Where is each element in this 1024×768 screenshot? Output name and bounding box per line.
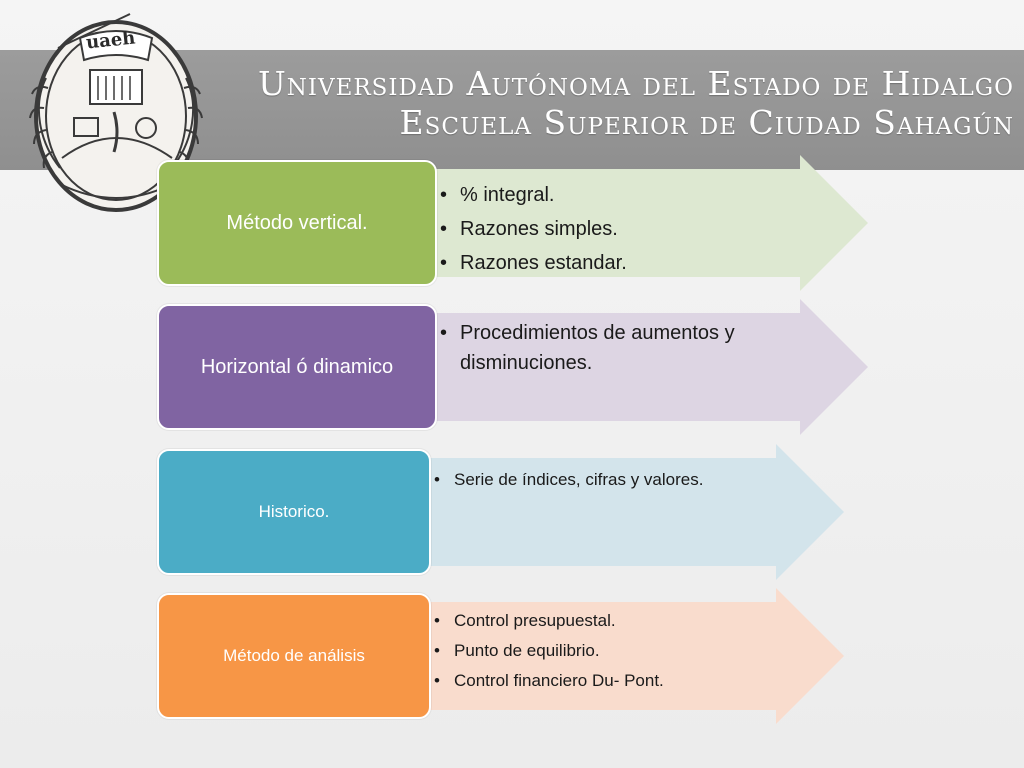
row-label-box: Método vertical.: [157, 160, 437, 286]
row-label-box: Historico.: [157, 449, 431, 575]
arrow-shape: [396, 444, 844, 580]
university-name: Universidad Autónoma del Estado de Hidal…: [257, 64, 1014, 103]
diagram-row: Horizontal ó dinamico Procedimientos de a…: [0, 299, 1024, 435]
list-item: Punto de equilibrio.: [434, 636, 794, 666]
list-item: Control financiero Du- Pont.: [434, 666, 794, 696]
list-item: Razones estandar.: [440, 246, 800, 280]
row-label: Horizontal ó dinamico: [200, 356, 394, 378]
diagram-row: Método de análisis Control presupuestal.P…: [0, 588, 1024, 724]
row-label: Historico.: [258, 501, 330, 521]
row-items-list: Serie de índices, cifras y valores.: [434, 467, 734, 492]
list-item: Razones simples.: [440, 212, 800, 246]
row-items-list: % integral.Razones simples.Razones estan…: [440, 178, 800, 280]
diagram-row: Método vertical. % integral.Razones simpl…: [0, 155, 1024, 291]
list-item: Procedimientos de aumentos y disminucion…: [440, 318, 820, 378]
row-items-list: Procedimientos de aumentos y disminucion…: [440, 318, 820, 378]
row-label: Método de análisis: [223, 645, 365, 665]
list-item: % integral.: [440, 178, 800, 212]
row-label-box: Horizontal ó dinamico: [157, 304, 437, 430]
row-label: Método vertical.: [226, 212, 368, 234]
row-items-list: Control presupuestal.Punto de equilibrio…: [434, 606, 794, 696]
list-item: Serie de índices, cifras y valores.: [434, 467, 734, 492]
diagram-row: Historico. Serie de índices, cifras y val…: [0, 444, 1024, 580]
list-item: Control presupuestal.: [434, 606, 794, 636]
school-name: Escuela Superior de Ciudad Sahagún: [399, 103, 1014, 142]
row-label-box: Método de análisis: [157, 593, 431, 719]
